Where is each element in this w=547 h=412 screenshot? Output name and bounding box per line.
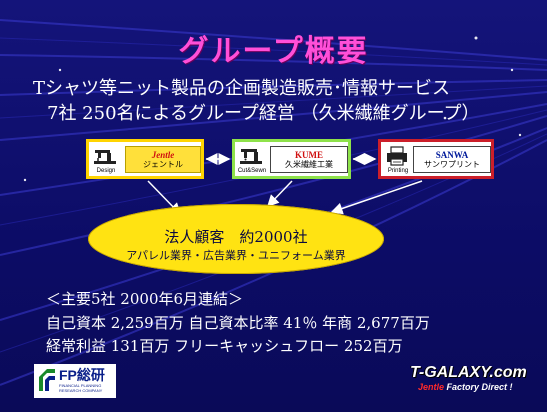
- subtitle-line-1: Tシャツ等ニット製品の企画製造販売･情報サービス: [33, 78, 451, 99]
- company-box-jentle: Design Jentle ジェントル: [86, 139, 204, 179]
- t-galaxy-name: T-GALAXY.com: [410, 364, 527, 381]
- fp-small-line-1: FINANCIAL PLANNING: [59, 383, 102, 388]
- company-logo-top: KUME: [295, 149, 323, 160]
- customers-ellipse: 法人顧客 約2000社 アパレル業界・広告業界・ユニフォーム業界: [88, 204, 384, 274]
- company-icon-label: Design: [96, 168, 116, 174]
- t-galaxy-tag-brand: Jentle: [418, 382, 445, 392]
- company-logo-jentle: Jentle ジェントル: [125, 146, 201, 173]
- fp-small-line-2: RESEARCH COMPANY: [59, 388, 103, 393]
- t-galaxy-logo[interactable]: T-GALAXY.com Jentle Factory Direct !: [410, 364, 528, 394]
- fp-name: FP総研: [59, 367, 105, 383]
- t-galaxy-tag-rest: Factory Direct !: [444, 382, 513, 392]
- company-box-sanwa: Printing SANWA サンワプリント: [378, 139, 494, 179]
- fp-mark-icon: [39, 369, 55, 391]
- figures-profit: 経常利益 131百万 フリーキャッシュフロー 252百万: [46, 337, 403, 355]
- arrow-kume-to-customers: [266, 180, 293, 208]
- company-icon-label: Printing: [387, 168, 409, 174]
- company-logo-bottom: ジェントル: [143, 159, 183, 169]
- figures-capital: 自己資本 2,259百万 自己資本比率 41％ 年商 2,677百万: [46, 314, 430, 332]
- arrow-sanwa-to-customers: [330, 180, 423, 215]
- subtitle-line-2: 7社 250名によるグループ経営 （久米繊維グループ）: [47, 103, 480, 124]
- fp-research-logo: FP総研 FINANCIAL PLANNING RESEARCH COMPANY: [34, 364, 116, 398]
- company-logo-kume: KUME 久米繊維工業: [270, 146, 348, 173]
- company-logo-bottom: サンワプリント: [424, 159, 480, 169]
- slide-title: グループ概要: [178, 34, 369, 69]
- customers-industries: アパレル業界・広告業界・ユニフォーム業界: [126, 249, 346, 262]
- company-logo-bottom: 久米繊維工業: [285, 159, 333, 169]
- company-logo-top: SANWA: [435, 149, 469, 160]
- customers-count: 法人顧客 約2000社: [164, 228, 308, 246]
- company-logo-top: Jentle: [151, 149, 175, 160]
- company-box-kume: Cut&Sewn KUME 久米繊維工業: [232, 139, 351, 179]
- figures-heading: ＜主要5社 2000年6月連結＞: [46, 290, 244, 308]
- company-logo-sanwa: SANWA サンワプリント: [413, 146, 491, 173]
- printer-icon: [387, 146, 407, 166]
- company-icon-label: Cut&Sewn: [237, 168, 267, 174]
- sewing-machine-icon: [240, 149, 262, 164]
- sewing-machine-icon: [94, 150, 116, 164]
- t-galaxy-tagline: Jentle Factory Direct !: [418, 382, 513, 392]
